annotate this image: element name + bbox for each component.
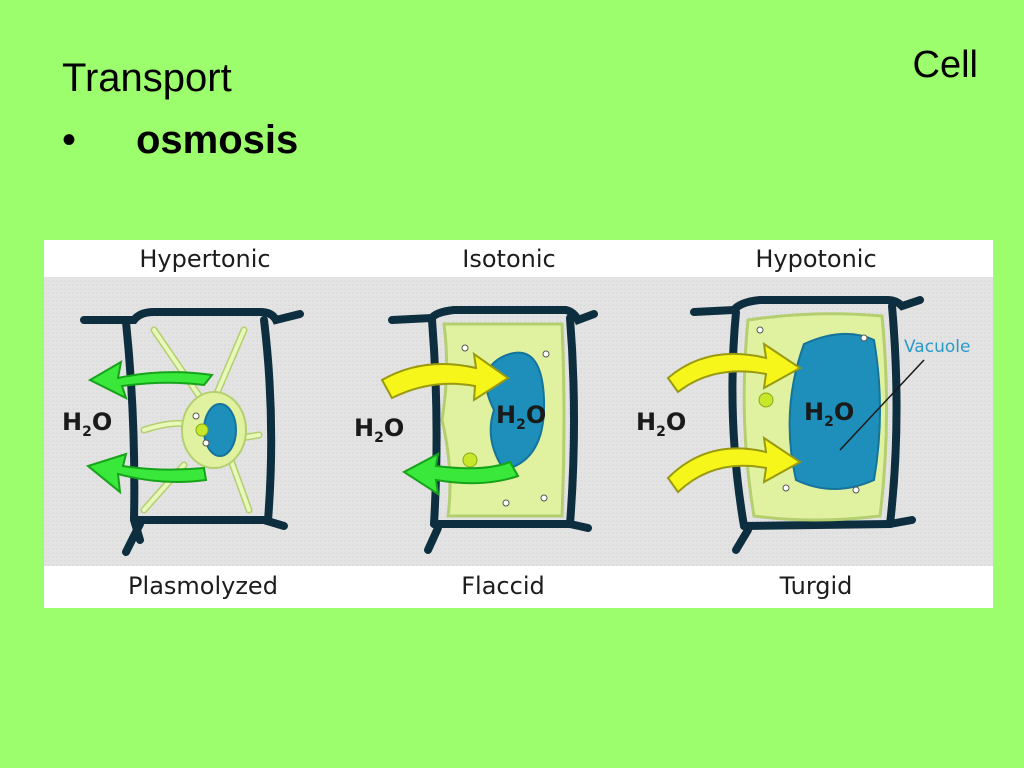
- label-turgid: Turgid: [779, 572, 853, 600]
- osmosis-figure: Hypertonic Isotonic Hypotonic Plasmolyze…: [44, 240, 993, 608]
- flaccid-cell: H2O H2O: [354, 306, 598, 554]
- slide-title: Transport: [62, 56, 232, 100]
- osmosis-diagram: Hypertonic Isotonic Hypotonic Plasmolyze…: [44, 245, 993, 600]
- h2o-label-3: H2O: [636, 408, 686, 440]
- label-flaccid: Flaccid: [461, 572, 544, 600]
- bullet-item: • osmosis: [62, 118, 298, 163]
- arrow-in-3-lower: [666, 435, 802, 494]
- corner-label: Cell: [912, 44, 978, 86]
- arrow-in-3-upper: [666, 341, 802, 394]
- arrow-in-2: [380, 351, 510, 402]
- h2o-label-vacuole-2: H2O: [496, 401, 546, 433]
- plasmolyzed-cell: H2O: [62, 308, 304, 556]
- vacuole-label: Vacuole: [904, 337, 970, 357]
- label-isotonic: Isotonic: [462, 245, 555, 273]
- label-hypertonic: Hypertonic: [139, 245, 270, 273]
- h2o-label-2: H2O: [354, 414, 404, 446]
- bullet-text: osmosis: [136, 118, 299, 162]
- turgid-cell: H2O Vacuole H2O: [636, 296, 970, 554]
- vacuole-pointer: [839, 359, 925, 451]
- vacuole-shrunken: [203, 403, 237, 457]
- arrow-out-2: [402, 452, 520, 497]
- arrow-out-lower: [85, 452, 208, 495]
- label-plasmolyzed: Plasmolyzed: [128, 572, 278, 600]
- label-hypotonic: Hypotonic: [755, 245, 876, 273]
- arrow-out-upper: [87, 360, 214, 400]
- bullet-symbol: •: [62, 118, 77, 162]
